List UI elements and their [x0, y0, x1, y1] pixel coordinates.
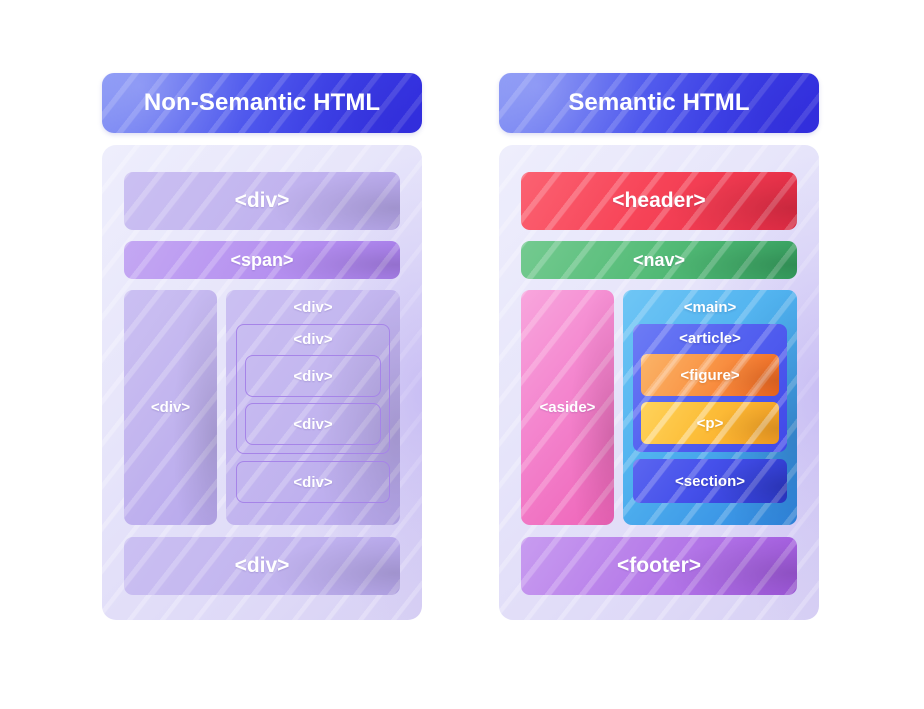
block-nav: <nav>: [521, 241, 797, 279]
panel-semantic: Semantic HTML <header> <nav> <aside> <ma…: [499, 73, 819, 620]
panel-body-non-semantic: <div> <span> <div> <div> <div> <div>: [102, 145, 422, 620]
block-p: <p>: [641, 402, 779, 444]
block-label: <main>: [683, 299, 737, 316]
block-footer: <footer>: [521, 537, 797, 595]
block-label: <nav>: [632, 249, 686, 270]
block-main: <main> <article> <figure> <p> <section>: [623, 290, 797, 525]
block-span: <span>: [124, 241, 400, 279]
semantic-mid-row: <aside> <main> <article> <figure> <p>: [521, 290, 797, 525]
non-semantic-mid-row: <div> <div> <div> <div> <div>: [124, 290, 400, 525]
block-article: <article> <figure> <p>: [633, 324, 787, 452]
block-div-bottom: <div>: [124, 537, 400, 595]
block-label: <div>: [293, 473, 333, 491]
block-div-sidebar: <div>: [124, 290, 217, 525]
block-header: <header>: [521, 172, 797, 230]
block-label: <div>: [293, 415, 333, 433]
panel-title-label: Semantic HTML: [568, 89, 750, 116]
block-label: <figure>: [680, 366, 740, 384]
block-label: <div>: [234, 554, 290, 577]
block-label: <div>: [234, 189, 290, 212]
panel-non-semantic: Non-Semantic HTML <div> <span> <div> <di…: [102, 73, 422, 620]
block-label: <div>: [150, 399, 191, 416]
block-label: <div>: [293, 367, 333, 385]
panel-title-label: Non-Semantic HTML: [143, 89, 381, 116]
block-label: <div>: [293, 331, 333, 348]
block-label: <aside>: [539, 399, 596, 416]
block-div-leaf-2: <div>: [245, 403, 381, 445]
block-label: <div>: [293, 299, 333, 316]
block-label: <p>: [696, 414, 724, 432]
block-section: <section>: [633, 459, 787, 503]
block-figure: <figure>: [641, 354, 779, 396]
block-label: <section>: [674, 472, 746, 490]
block-aside: <aside>: [521, 290, 614, 525]
panel-title-non-semantic: Non-Semantic HTML: [102, 73, 422, 133]
block-div-top: <div>: [124, 172, 400, 230]
block-div-outer: <div> <div> <div> <div> <div>: [226, 290, 400, 525]
panel-body-semantic: <header> <nav> <aside> <main> <article> …: [499, 145, 819, 620]
block-label: <article>: [679, 330, 741, 347]
block-label: <header>: [612, 189, 706, 212]
panel-title-semantic: Semantic HTML: [499, 73, 819, 133]
block-label: <span>: [230, 249, 294, 270]
block-div-nested-a: <div> <div> <div>: [236, 324, 390, 454]
block-div-leaf-1: <div>: [245, 355, 381, 397]
block-div-nested-b: <div>: [236, 461, 390, 503]
block-label: <footer>: [616, 554, 702, 577]
